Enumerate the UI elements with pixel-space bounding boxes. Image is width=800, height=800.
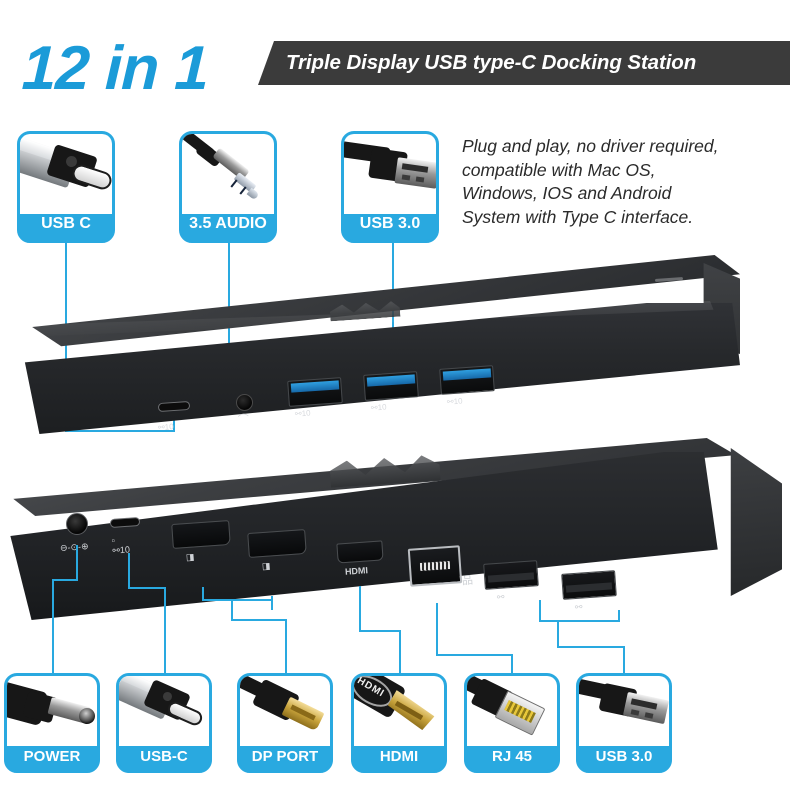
port-usb-a-1-marking-icon: ⚯ xyxy=(496,591,505,603)
card-label: HDMI xyxy=(379,747,419,765)
leader-line-power-v1 xyxy=(76,545,78,581)
leader-line-usbc2-h xyxy=(128,587,166,589)
port-usb-a-blue-2-marking: ⚯10 xyxy=(370,402,387,413)
description-block: Plug and play, no driver required, compa… xyxy=(462,135,792,229)
description-line-1: Plug and play, no driver required, xyxy=(462,136,719,156)
leader-line-hdmi-v2 xyxy=(399,630,401,673)
leader-line-usbc2-v2 xyxy=(164,587,166,673)
leader-line-usbc-horizontal xyxy=(65,430,175,432)
card-label: POWER xyxy=(23,747,81,765)
dc-power-plug-icon xyxy=(7,676,97,746)
leader-line-hdmi-v1 xyxy=(359,586,361,632)
card-label: USB C xyxy=(41,215,91,232)
headphone-marking-icon: ⌒ xyxy=(237,413,250,427)
card-image-area xyxy=(344,134,436,214)
port-audio-jack-top-dock xyxy=(236,394,253,411)
card-image-area xyxy=(240,676,330,746)
port-displayport-2-marking-icon: ◨ xyxy=(261,560,271,572)
usb-c-connector-icon xyxy=(20,134,112,214)
leader-line-dp-h xyxy=(231,619,287,621)
leader-line-dp-stub-1 xyxy=(202,587,204,601)
card-usb-c-bottom[interactable]: USB-C xyxy=(116,673,212,773)
port-usb-a-blue-1-marking: ⚯10 xyxy=(294,408,311,419)
port-dc-power xyxy=(66,513,88,535)
card-label: USB-C xyxy=(140,747,188,765)
leader-line-dp-v1 xyxy=(231,599,233,621)
leader-line-rj45-v2 xyxy=(511,654,513,673)
rj45-connector-icon xyxy=(467,676,557,746)
leader-line-dp-stub-2 xyxy=(271,596,273,610)
leader-line-usb30b-stub-1 xyxy=(539,600,541,622)
description-line-4: System with Type C interface. xyxy=(462,206,694,227)
leader-line-power-v2 xyxy=(52,579,54,673)
subtitle-banner: Triple Display USB type-C Docking Statio… xyxy=(258,41,790,85)
description-line-2: compatible with Mac OS, xyxy=(462,159,656,180)
port-usb-a-blue-3-marking: ⚯10 xyxy=(446,396,463,407)
leader-line-hdmi-h xyxy=(359,630,401,632)
leader-line-usbc2-v1 xyxy=(128,553,130,589)
leader-line-usb30b-v1 xyxy=(557,620,559,648)
card-image-area xyxy=(119,676,209,746)
card-image-area xyxy=(7,676,97,746)
top-docking-station: ⚯10 ⌒ ⚯10 ⚯10 ⚯10 xyxy=(0,255,740,455)
header: 12 in 1 Triple Display USB type-C Dockin… xyxy=(0,22,800,103)
usb-a-connector-icon xyxy=(344,134,436,214)
card-image-area xyxy=(467,676,557,746)
card-dp-port[interactable]: DP PORT xyxy=(237,673,333,773)
usb-c-connector-icon xyxy=(119,676,209,746)
audio-jack-icon xyxy=(182,134,274,214)
card-usb-c-top[interactable]: USB C xyxy=(17,131,115,243)
subtitle-text: Triple Display USB type-C Docking Statio… xyxy=(286,51,697,74)
leader-line-usb30b-bracket xyxy=(539,620,620,622)
card-label: RJ 45 xyxy=(491,747,533,765)
page-title: 12 in 1 xyxy=(20,34,210,103)
card-image-area: HDMI xyxy=(354,676,444,746)
port-displayport-2 xyxy=(247,529,307,558)
leader-line-rj45-h xyxy=(436,654,513,656)
card-image-area xyxy=(579,676,669,746)
card-label: 3.5 AUDIO xyxy=(189,215,267,232)
leader-line-usb30b-stub-2 xyxy=(618,610,620,622)
card-usb30-top[interactable]: USB 3.0 xyxy=(341,131,439,243)
leader-line-rj45-v1 xyxy=(436,603,438,656)
leader-line-power-h xyxy=(52,579,78,581)
port-usb-a-2-marking-icon: ⚯ xyxy=(574,601,583,613)
card-rj45[interactable]: RJ 45 xyxy=(464,673,560,773)
description-line-3: Windows, IOS and Android xyxy=(462,183,672,203)
hdmi-connector-icon: HDMI xyxy=(354,676,444,746)
card-image-area xyxy=(182,134,274,214)
card-power[interactable]: POWER xyxy=(4,673,100,773)
leader-line-usb30b-h xyxy=(557,646,625,648)
port-rj45-marking-icon: 品 xyxy=(461,574,474,588)
port-displayport-1-marking-icon: ◨ xyxy=(185,551,195,563)
card-label: USB 3.0 xyxy=(595,747,653,765)
port-hdmi xyxy=(336,540,384,564)
leader-line-dp-v2 xyxy=(285,619,287,673)
dock2-logo-emboss xyxy=(329,454,441,488)
displayport-connector-icon xyxy=(240,676,330,746)
port-hdmi-label: HDMI xyxy=(344,565,369,577)
card-hdmi[interactable]: HDMI HDMI xyxy=(351,673,447,773)
port-displayport-1 xyxy=(171,520,231,549)
card-audio-top[interactable]: 3.5 AUDIO xyxy=(179,131,277,243)
card-usb30-bottom[interactable]: USB 3.0 xyxy=(576,673,672,773)
card-label: USB 3.0 xyxy=(359,215,421,232)
card-image-area xyxy=(20,134,112,214)
leader-line-dp-bracket xyxy=(202,599,273,601)
card-label: DP PORT xyxy=(251,747,319,765)
bottom-docking-station: ⊖‑⊙‑⊕ ▫⚯10 ◨ ◨ HDMI 品 ⚯ ⚯ xyxy=(0,430,800,650)
usb-a-connector-icon xyxy=(579,676,669,746)
leader-line-usb30b-v2 xyxy=(623,646,625,673)
